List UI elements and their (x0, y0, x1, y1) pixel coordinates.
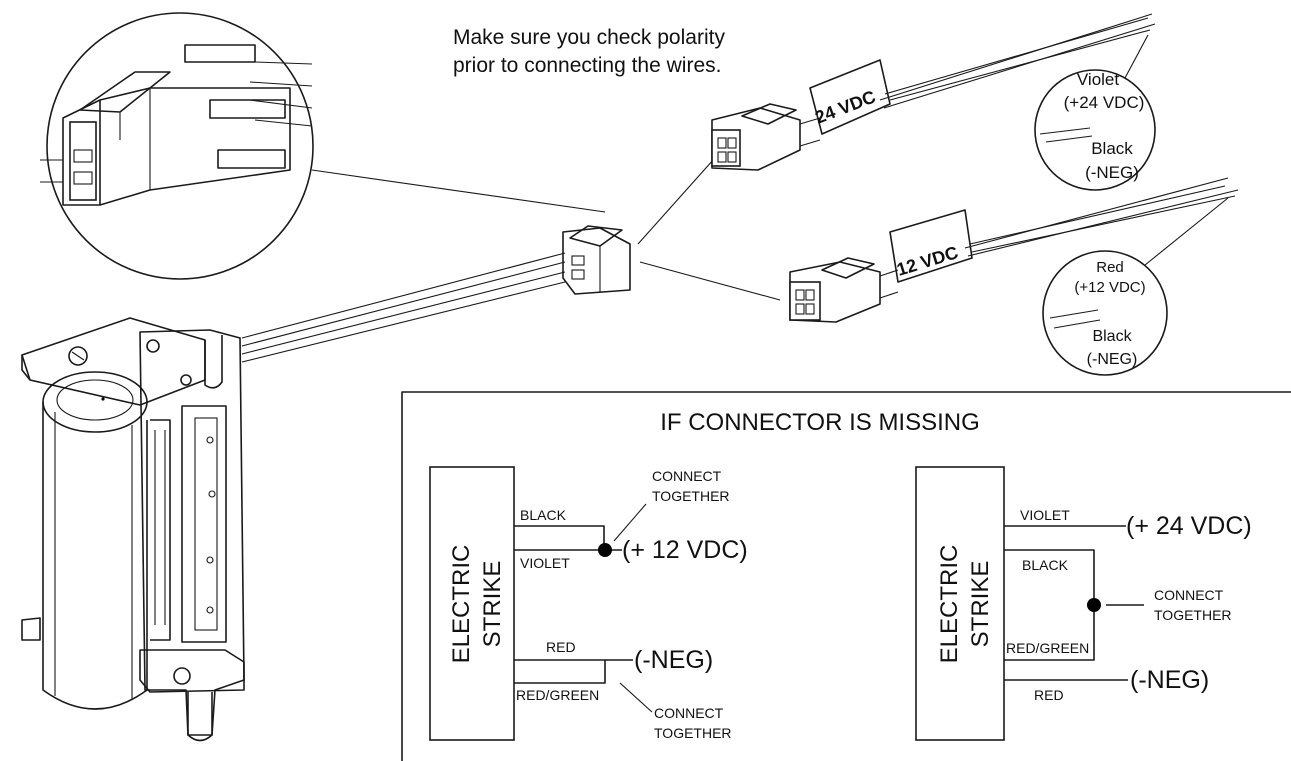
connect-together-right-line-1: CONNECT (1154, 587, 1224, 603)
magnifier-circle (46, 12, 314, 280)
label-black-right: BLACK (1022, 557, 1069, 573)
label-plus-12vdc: (+ 12 VDC) (622, 536, 748, 564)
legend-12-red-value: (+12 VDC) (1074, 279, 1145, 296)
label-red-right: RED (1034, 687, 1064, 703)
label-plus-24vdc: (+ 24 VDC) (1126, 512, 1252, 540)
polarity-note-line-2: prior to connecting the wires. (453, 54, 722, 77)
tag-24vdc-label: 24 VDC (812, 86, 878, 127)
connector-24vdc (711, 13, 1156, 191)
callout-to-12vdc (639, 261, 781, 301)
legend-24-violet: Violet (1077, 70, 1119, 89)
diagram-12vdc: ELECTRIC STRIKE BLACK VIOLET CONNECT TOG… (429, 466, 748, 741)
electric-strike-block-left (429, 466, 515, 741)
wire-24-upper (879, 13, 1153, 101)
left-block-line-1: ELECTRIC (448, 545, 475, 664)
legend-24-black-value: (-NEG) (1085, 163, 1139, 182)
polarity-note-line-1: Make sure you check polarity (453, 26, 725, 49)
12vdc-legend-callout (1144, 197, 1229, 266)
label-red-green-right: RED/GREEN (1006, 640, 1089, 656)
junction-dot-right (1087, 598, 1101, 612)
label-neg-left: (-NEG) (634, 646, 713, 674)
connector-detail-magnifier (40, 12, 314, 280)
magnified-wires (249, 61, 313, 127)
12vdc-tag (889, 209, 973, 283)
right-block-line-1: ELECTRIC (936, 545, 963, 664)
label-neg-right: (-NEG) (1130, 666, 1209, 694)
diagram-24vdc: ELECTRIC STRIKE VIOLET (+ 24 VDC) BLACK … (915, 466, 1252, 741)
connect-together-1-line-2: TOGETHER (652, 488, 730, 504)
legend-12-black: Black (1092, 328, 1132, 345)
right-block-line-2: STRIKE (967, 561, 994, 648)
legend-24-black: Black (1091, 139, 1133, 158)
label-red-green: RED/GREEN (516, 687, 599, 703)
legend-12-black-value: (-NEG) (1087, 351, 1138, 368)
label-violet: VIOLET (520, 555, 570, 571)
junction-dot-left-top (598, 543, 612, 557)
strike-wire-bundle (241, 252, 566, 363)
24vdc-wire-legend-circle (1034, 69, 1156, 191)
connect-together-right-line-2: TOGETHER (1154, 607, 1232, 623)
electric-strike-icon (21, 317, 245, 742)
label-violet-right: VIOLET (1020, 507, 1070, 523)
12vdc-wire-legend-circle (1042, 250, 1168, 376)
magnified-connector-icon (40, 44, 291, 206)
strike-connector-icon (562, 225, 631, 295)
label-black: BLACK (520, 507, 567, 523)
left-block-line-2: STRIKE (479, 561, 506, 648)
connect-together-1-line-1: CONNECT (652, 468, 722, 484)
tag-12vdc-label: 12 VDC (894, 242, 960, 280)
callout-to-24vdc (637, 149, 723, 245)
panel-title: IF CONNECTOR IS MISSING (660, 409, 980, 436)
label-red: RED (546, 639, 576, 655)
red-redgreen-wires (514, 659, 606, 684)
legend-24-violet-value: (+24 VDC) (1064, 93, 1145, 112)
connect-together-2-line-2: TOGETHER (654, 725, 732, 741)
connector-12vdc (789, 177, 1239, 376)
black-violet-wires (514, 525, 605, 551)
electric-strike-block-right (915, 466, 1005, 741)
wire-12-upper (964, 177, 1229, 249)
legend-12-red: Red (1096, 259, 1124, 276)
polarity-note: Make sure you check polarity prior to co… (453, 24, 813, 80)
connect-callout-2 (619, 682, 653, 713)
panel-border (401, 391, 1291, 761)
missing-connector-panel: IF CONNECTOR IS MISSING ELECTRIC STRIKE … (401, 391, 1291, 761)
connect-together-2-line-1: CONNECT (654, 705, 724, 721)
connect-callout-1 (613, 503, 647, 542)
magnifier-callout-line (311, 169, 606, 213)
24vdc-legend-callout (1124, 34, 1149, 79)
